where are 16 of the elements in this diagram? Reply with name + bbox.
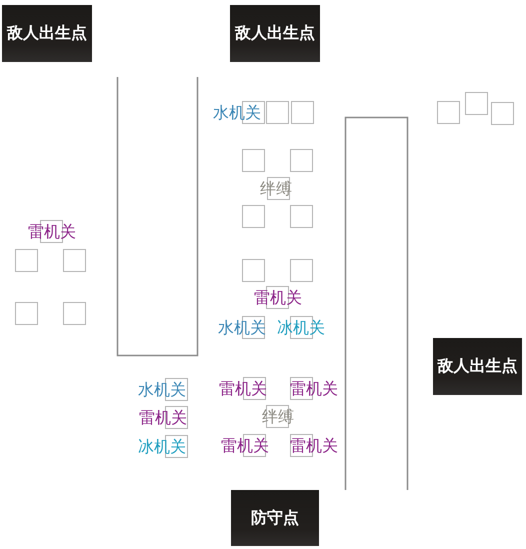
trap-label: 雷机关	[290, 377, 338, 400]
trap-label: 雷机关	[28, 220, 76, 243]
trap-label: 雷机关	[219, 377, 267, 400]
trap-label: 雷机关	[290, 434, 338, 457]
trap-label: 冰机关	[138, 435, 188, 458]
trap-label: 雷机关	[254, 286, 302, 309]
trap-label: 水机关	[138, 378, 188, 401]
location-box: 敌人出生点	[230, 5, 320, 62]
trap-label: 水机关	[218, 316, 266, 339]
trap-label: 雷机关	[221, 434, 269, 457]
trap-label: 雷机关	[139, 406, 188, 429]
location-box: 防守点	[231, 490, 319, 546]
trap-label: 冰机关	[277, 316, 325, 339]
location-box: 敌人出生点	[433, 338, 522, 395]
location-box: 敌人出生点	[2, 5, 92, 62]
trap-label: 水机关	[213, 101, 265, 124]
